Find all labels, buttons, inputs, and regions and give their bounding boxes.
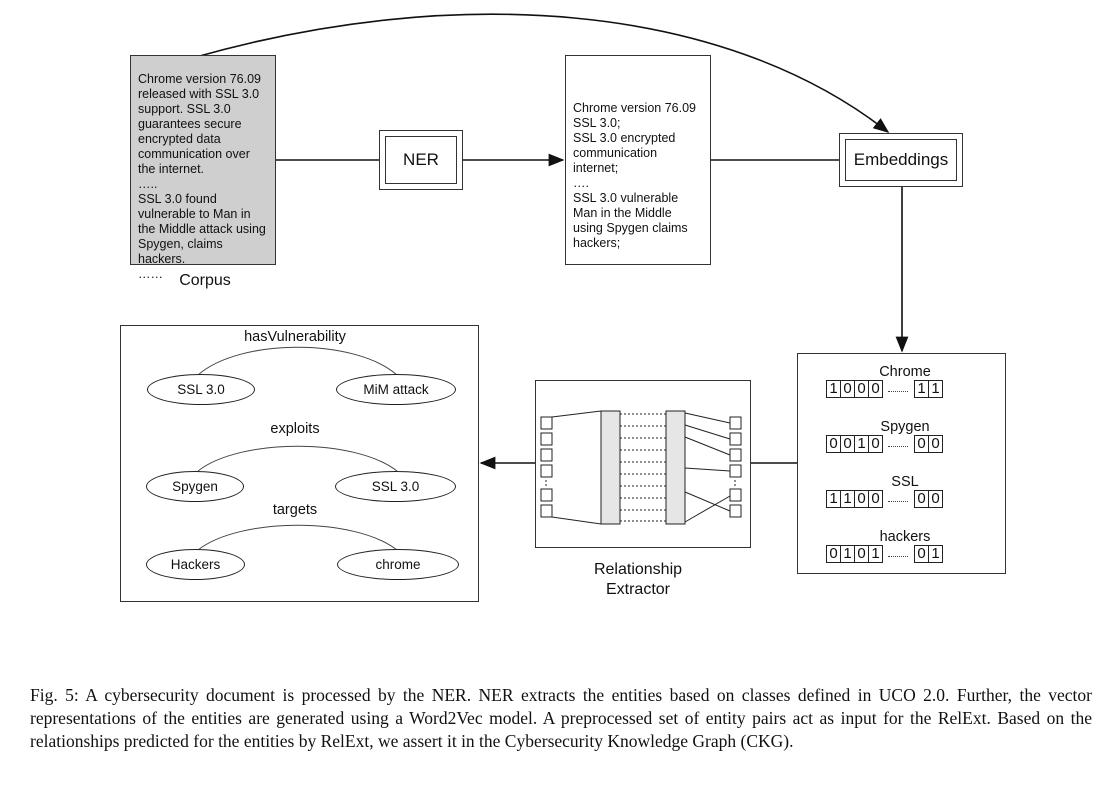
text-line: Chrome version 76.09 <box>573 101 696 115</box>
ner-label: NER <box>385 136 457 184</box>
text-line: the Middle attack using <box>138 222 266 236</box>
vector-entity-name: Chrome <box>879 364 931 380</box>
ner-box: NER <box>379 130 463 190</box>
text-line: the internet. <box>138 162 205 176</box>
relext-label: Relationship Extractor <box>560 560 716 600</box>
text-line: SSL 3.0 encrypted <box>573 131 676 145</box>
vector-bit: 0 <box>868 380 883 398</box>
text-line: Spygen, claims <box>138 237 223 251</box>
vector-bit: 0 <box>854 380 869 398</box>
kg-entity: Hackers <box>146 549 245 580</box>
vector-bit: 0 <box>914 490 929 508</box>
vector-bit: 0 <box>826 435 841 453</box>
text-line: …… <box>138 267 163 281</box>
vector-entity-name: Spygen <box>880 419 930 435</box>
text-line: …. <box>573 176 589 190</box>
vector-bit: 1 <box>826 380 841 398</box>
vector-bit: 0 <box>840 435 855 453</box>
vector-bit: 0 <box>840 380 855 398</box>
relext-label-line2: Extractor <box>605 581 670 598</box>
vector-bit: 0 <box>928 490 943 508</box>
vector-bit: 0 <box>854 545 869 563</box>
corpus-label: Corpus <box>179 272 231 289</box>
vector-bit: 0 <box>914 545 929 563</box>
text-line: support. SSL 3.0 <box>138 102 231 116</box>
text-line: SSL 3.0 found <box>138 192 217 206</box>
vector-bit: 0 <box>928 435 943 453</box>
text-line: released with SSL 3.0 <box>138 87 260 101</box>
vector-ellipsis <box>888 539 908 557</box>
kg-arc-targets <box>197 524 398 551</box>
vector-ellipsis <box>888 374 908 392</box>
vector-bit: 0 <box>868 490 883 508</box>
text-line: SSL 3.0; <box>573 116 621 130</box>
vector-bit: 1 <box>826 490 841 508</box>
vector-bit: 1 <box>928 380 943 398</box>
relext-network-icon <box>540 410 742 525</box>
connectors <box>195 13 909 551</box>
vector-bit: 1 <box>914 380 929 398</box>
vector-entity-name: hackers <box>879 529 931 545</box>
relext-box <box>535 380 751 548</box>
text-line: communication over <box>138 147 250 161</box>
embeddings-label: Embeddings <box>845 139 957 181</box>
kg-box <box>120 325 479 602</box>
text-line: hackers. <box>138 252 186 266</box>
vector-bit: 1 <box>928 545 943 563</box>
kg-arc-hasvulnerability <box>197 346 398 376</box>
relext-label-line1: Relationship <box>593 561 683 578</box>
kg-relation-label: targets <box>272 502 318 518</box>
arc-corpus-to-embeddings <box>195 13 890 133</box>
text-line: encrypted data <box>138 132 221 146</box>
text-line: communication <box>573 146 658 160</box>
vector-bit: 1 <box>840 545 855 563</box>
text-line: ….. <box>138 177 158 191</box>
kg-entity: SSL 3.0 <box>147 374 255 405</box>
vector-entity-name: SSL <box>891 474 919 490</box>
vectors-box <box>797 353 1006 574</box>
vector-bit: 0 <box>868 435 883 453</box>
text-line: internet; <box>573 161 619 175</box>
kg-entity: chrome <box>337 549 459 580</box>
kg-entity: SSL 3.0 <box>335 471 456 502</box>
figure-caption: Fig. 5: A cybersecurity document is proc… <box>30 685 1092 751</box>
text-line: hackers; <box>573 236 621 250</box>
text-line: SSL 3.0 vulnerable <box>573 191 679 205</box>
kg-arc-exploits <box>197 445 398 472</box>
text-line: guarantees secure <box>138 117 242 131</box>
kg-entity: MiM attack <box>336 374 456 405</box>
embeddings-box: Embeddings <box>839 133 963 187</box>
vector-ellipsis <box>888 484 908 502</box>
kg-relation-label: hasVulnerability <box>244 329 346 345</box>
vector-bit: 0 <box>854 490 869 508</box>
text-line: Chrome version 76.09 <box>138 72 261 86</box>
text-line: using Spygen claims <box>573 221 688 235</box>
vector-bit: 1 <box>854 435 869 453</box>
kg-entity: Spygen <box>146 471 244 502</box>
vector-bit: 1 <box>840 490 855 508</box>
text-line: Man in the Middle <box>573 206 672 220</box>
vector-ellipsis <box>888 429 908 447</box>
kg-relation-label: exploits <box>270 421 320 437</box>
vector-bit: 0 <box>914 435 929 453</box>
text-line: vulnerable to Man in <box>138 207 251 221</box>
vector-bit: 0 <box>826 545 841 563</box>
vector-bit: 1 <box>868 545 883 563</box>
